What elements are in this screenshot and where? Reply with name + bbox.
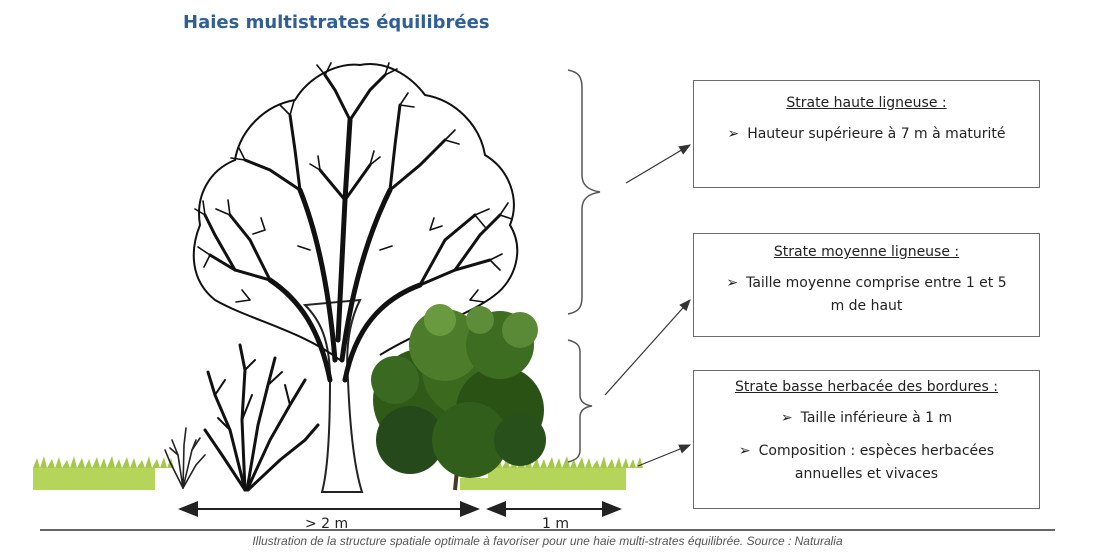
brace-high-stratum bbox=[567, 69, 601, 315]
stratum-heading: Strate moyenne ligneuse : bbox=[773, 244, 960, 260]
leafy-shrub bbox=[371, 304, 546, 491]
stratum-bullet: ➢Taille inférieure à 1 m bbox=[780, 410, 953, 426]
stratum-bullet: ➢Hauteur supérieure à 7 m à maturité bbox=[727, 126, 1006, 142]
stratum-bullet: ➢Composition : espèces herbacées annuell… bbox=[738, 443, 995, 482]
stratum-heading: Strate haute ligneuse : bbox=[786, 95, 947, 111]
tall-tree bbox=[192, 62, 519, 493]
arrow-low bbox=[637, 444, 692, 467]
bullet-arrow-icon: ➢ bbox=[780, 410, 793, 426]
stratum-box-mid: Strate moyenne ligneuse : ➢Taille moyenn… bbox=[693, 233, 1040, 337]
brace-mid-stratum bbox=[567, 339, 593, 463]
small-bare-shrub bbox=[164, 427, 206, 489]
stratum-heading: Strate basse herbacée des bordures : bbox=[735, 379, 998, 395]
stratum-box-low: Strate basse herbacée des bordures : ➢Ta… bbox=[693, 370, 1040, 509]
grass-under-tree bbox=[460, 478, 490, 490]
bullet-arrow-icon: ➢ bbox=[726, 275, 739, 291]
stratum-box-high: Strate haute ligneuse : ➢Hauteur supérie… bbox=[693, 80, 1040, 188]
figure-caption: Illustration de la structure spatiale op… bbox=[252, 534, 843, 548]
grass-left bbox=[33, 456, 174, 490]
bullet-arrow-icon: ➢ bbox=[727, 126, 740, 142]
dim-label-tree: > 2 m bbox=[305, 516, 349, 532]
arrow-high bbox=[625, 144, 692, 184]
bullet-arrow-icon: ➢ bbox=[738, 443, 751, 459]
dim-label-border: 1 m bbox=[542, 516, 569, 532]
arrow-mid bbox=[604, 299, 691, 396]
stratum-bullet: ➢Taille moyenne comprise entre 1 et 5 m … bbox=[726, 275, 1007, 314]
bare-shrub bbox=[203, 343, 320, 492]
diagram-title: Haies multistrates équilibrées bbox=[183, 12, 490, 33]
